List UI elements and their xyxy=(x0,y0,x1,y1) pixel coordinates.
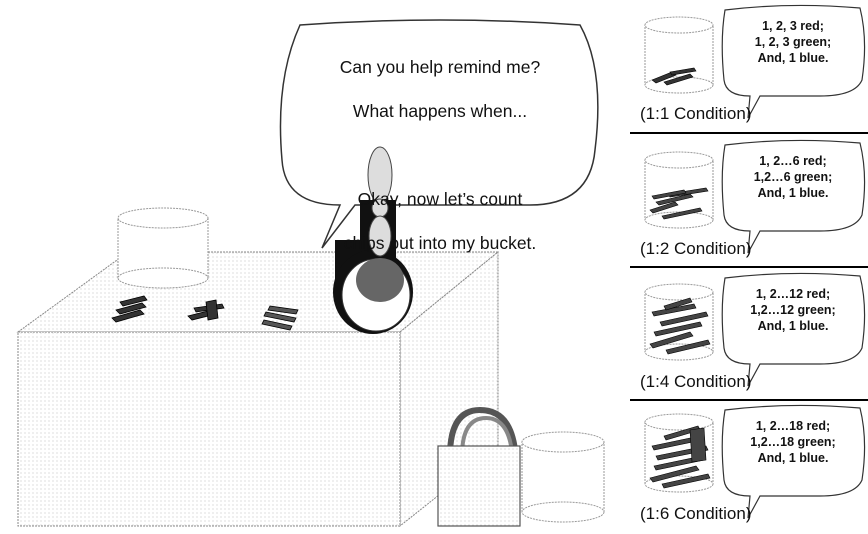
main-speech-line-2: What happens when... xyxy=(290,100,590,122)
main-speech-line-4: chips out into my bucket. xyxy=(290,232,590,254)
cup-on-table xyxy=(118,208,208,288)
panel-2-condition: (1:2 Condition) xyxy=(640,239,752,259)
panel-1-count-text: 1, 2, 3 red; 1, 2, 3 green; And, 1 blue. xyxy=(738,18,848,66)
main-speech-line-3: Okay, now let’s count xyxy=(290,188,590,210)
main-speech-line-1: Can you help remind me? xyxy=(290,56,590,78)
bucket xyxy=(522,432,604,522)
panel-3-condition: (1:4 Condition) xyxy=(640,372,752,392)
panel-2-count-text: 1, 2…6 red; 1,2…6 green; And, 1 blue. xyxy=(738,153,848,201)
panel-3-count-text: 1, 2…12 red; 1,2…12 green; And, 1 blue. xyxy=(738,286,848,334)
table xyxy=(18,252,498,526)
panel-4-count-text: 1, 2…18 red; 1,2…18 green; And, 1 blue. xyxy=(738,418,848,466)
panel-4-condition: (1:6 Condition) xyxy=(640,504,752,524)
panel-1-condition: (1:1 Condition) xyxy=(640,104,752,124)
main-speech-text: Can you help remind me? What happens whe… xyxy=(290,34,590,276)
